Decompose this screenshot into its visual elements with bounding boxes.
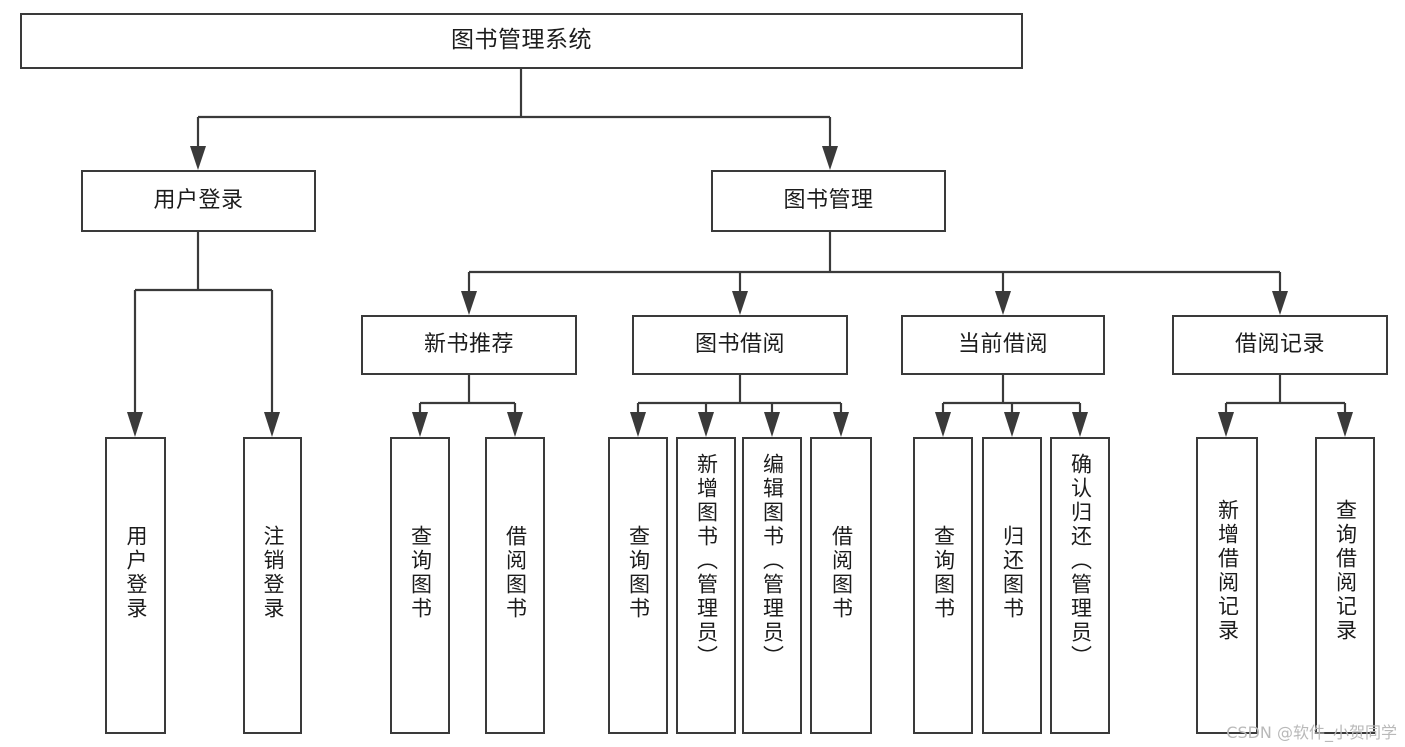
node-new-book-recommend[interactable]: 新书推荐 [361,315,577,375]
node-book-borrow-label: 图书借阅 [694,332,785,358]
arrow-root-to-user-login [190,146,206,170]
leaf-bb-query-book[interactable]: 查询图书 [608,437,668,734]
leaf-br-query-record[interactable]: 查询借阅记录 [1315,437,1375,734]
arrow-cb-leaf2 [1004,412,1020,437]
leaf-bb-borrow-book-label: 借阅图书 [829,525,854,621]
leaf-bb-add-book-label: 新增图书（管理员） [694,453,719,669]
leaf-user-login-logout[interactable]: 注销登录 [243,437,302,734]
arrow-br-leaf1 [1218,412,1234,437]
node-root-system[interactable]: 图书管理系统 [20,13,1023,69]
leaf-br-query-record-label: 查询借阅记录 [1333,499,1358,643]
watermark: CSDN @软件_小贺同学 [1226,723,1397,742]
leaf-cb-return-book[interactable]: 归还图书 [982,437,1042,734]
leaf-cb-query-book[interactable]: 查询图书 [913,437,973,734]
leaf-cb-return-book-label: 归还图书 [1000,525,1025,621]
arrow-bb-leaf3 [764,412,780,437]
arrow-cb-leaf1 [935,412,951,437]
node-root-label: 图书管理系统 [451,27,592,54]
node-book-management-label: 图书管理 [783,188,874,214]
leaf-bb-query-book-label: 查询图书 [626,525,651,621]
leaf-cb-confirm-return-label: 确认归还（管理员） [1068,453,1093,669]
leaf-nbr-borrow-book[interactable]: 借阅图书 [485,437,545,734]
node-book-management[interactable]: 图书管理 [711,170,946,232]
leaf-br-add-record[interactable]: 新增借阅记录 [1196,437,1258,734]
arrow-cb-leaf3 [1072,412,1088,437]
arrow-root-to-book-mgmt [822,146,838,170]
node-current-borrow[interactable]: 当前借阅 [901,315,1105,375]
leaf-user-login-logout-label: 注销登录 [261,525,285,621]
node-user-login[interactable]: 用户登录 [81,170,316,232]
arrow-bb-leaf1 [630,412,646,437]
leaf-cb-query-book-label: 查询图书 [931,525,956,621]
leaf-bb-borrow-book[interactable]: 借阅图书 [810,437,872,734]
leaf-nbr-query-book-label: 查询图书 [408,525,433,621]
leaf-bb-edit-book-label: 编辑图书（管理员） [760,453,785,669]
arrow-nbr-leaf2 [507,412,523,437]
arrow-to-new-book-recommend [461,291,477,315]
node-borrow-record[interactable]: 借阅记录 [1172,315,1388,375]
node-current-borrow-label: 当前借阅 [957,332,1048,358]
arrow-to-book-borrow [732,291,748,315]
leaf-br-add-record-label: 新增借阅记录 [1215,499,1240,643]
arrow-bb-leaf4 [833,412,849,437]
node-new-book-recommend-label: 新书推荐 [423,332,514,358]
leaf-user-login-login-label: 用户登录 [124,525,148,621]
node-borrow-record-label: 借阅记录 [1234,332,1325,358]
arrow-nbr-leaf1 [412,412,428,437]
arrow-br-leaf2 [1337,412,1353,437]
arrow-bb-leaf2 [698,412,714,437]
node-user-login-label: 用户登录 [153,188,244,214]
arrow-user-login-leaf1 [127,412,143,437]
leaf-bb-edit-book[interactable]: 编辑图书（管理员） [742,437,802,734]
arrow-to-borrow-record [1272,291,1288,315]
leaf-cb-confirm-return[interactable]: 确认归还（管理员） [1050,437,1110,734]
leaf-bb-add-book[interactable]: 新增图书（管理员） [676,437,736,734]
node-book-borrow[interactable]: 图书借阅 [632,315,848,375]
leaf-nbr-query-book[interactable]: 查询图书 [390,437,450,734]
leaf-nbr-borrow-book-label: 借阅图书 [503,525,528,621]
arrow-user-login-leaf2 [264,412,280,437]
arrow-to-current-borrow [995,291,1011,315]
leaf-user-login-login[interactable]: 用户登录 [105,437,166,734]
